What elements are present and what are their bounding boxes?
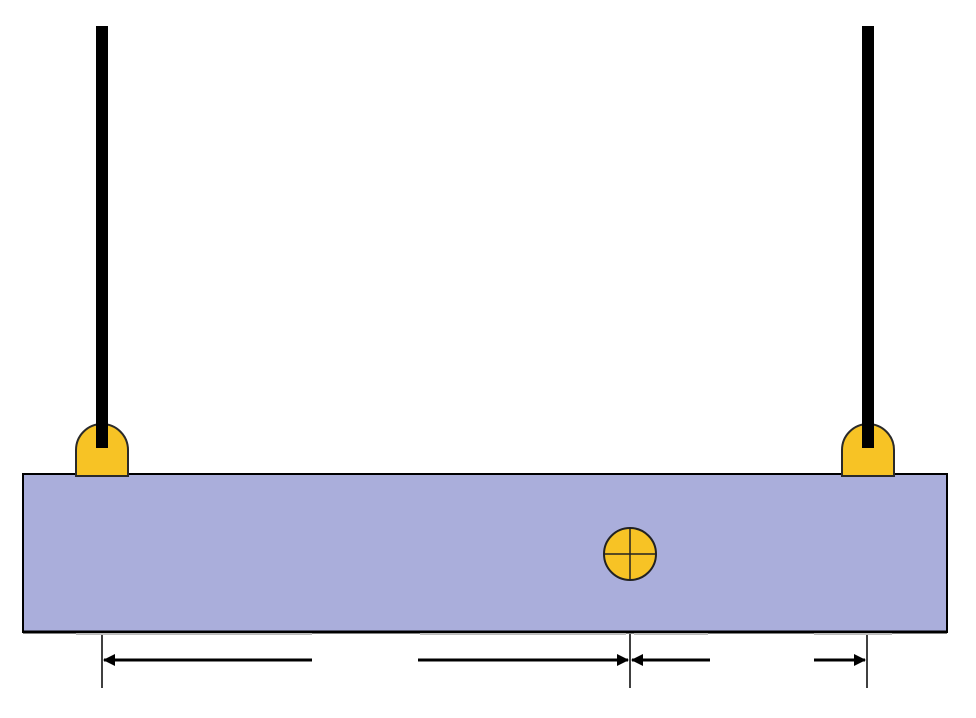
- beam: [22, 473, 948, 633]
- right-wire-tip: [862, 420, 874, 448]
- left-wire-tip: [96, 420, 108, 448]
- center-of-mass-marker: [603, 527, 657, 581]
- left-hanger-wire: [96, 26, 108, 448]
- extension-lines: [101, 634, 868, 688]
- right-hanger-wire: [862, 26, 874, 448]
